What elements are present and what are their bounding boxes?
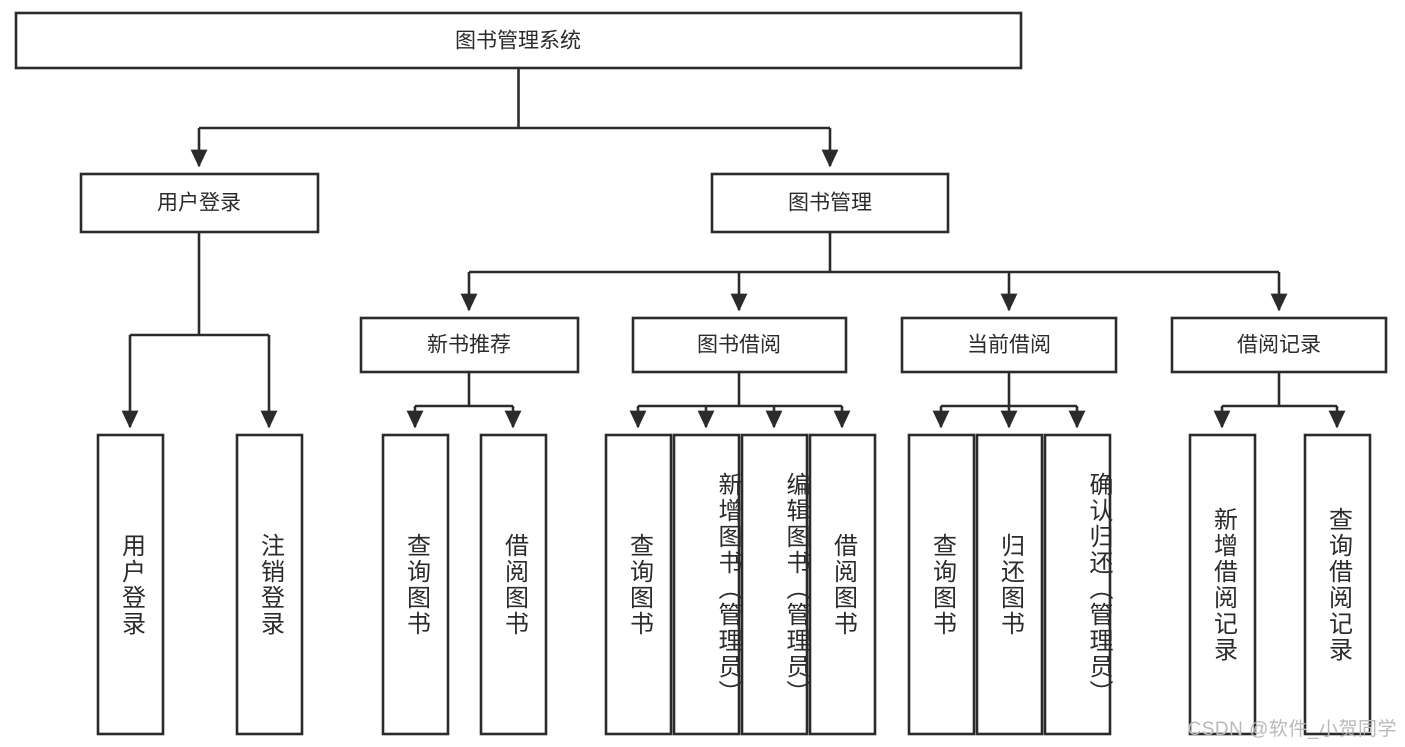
node-leaf-edit-book[interactable] [740,433,809,736]
node-current-borrow-label: 当前借阅 [967,334,1051,357]
node-leaf-return-book[interactable] [975,433,1044,736]
node-current-borrow[interactable] [900,316,1118,374]
node-borrow-record-label: 借阅记录 [1237,334,1321,357]
node-leaf-confirm-return[interactable] [1043,433,1112,736]
connector-book-borrow-to-leaves [629,372,851,429]
connector-user-login-to-leaves [121,232,278,429]
node-leaf-user-login[interactable] [96,433,165,736]
node-leaf-user-logout[interactable] [235,433,304,736]
watermark-text: CSDN @软件_小贺同学 [1187,719,1397,740]
node-leaf-query-book-2[interactable] [604,433,673,736]
node-leaf-add-book[interactable] [672,433,741,736]
node-new-book-recommend-label: 新书推荐 [427,334,511,357]
node-leaf-query-record[interactable] [1303,433,1372,736]
connector-new-book-recommend-to-leaves [406,372,522,429]
node-borrow-record[interactable] [1170,316,1388,374]
node-book-borrow-label: 图书借阅 [697,334,781,357]
node-leaf-query-book-3[interactable] [907,433,976,736]
node-root-label: 图书管理系统 [455,30,581,53]
node-book-borrow[interactable] [631,316,848,374]
node-book-management-label: 图书管理 [788,192,872,215]
node-leaf-query-book-1[interactable] [381,433,450,736]
node-leaf-add-record[interactable] [1188,433,1257,736]
node-leaf-borrow-book-2[interactable] [808,433,877,736]
node-root[interactable] [14,11,1023,70]
node-user-login-label: 用户登录 [157,192,241,215]
connector-current-borrow-to-leaves [932,372,1086,429]
connector-root-to-level1 [190,68,839,168]
connector-borrow-record-to-leaves [1213,372,1346,429]
connector-book-management-to-level2 [460,232,1288,312]
node-user-login[interactable] [79,172,320,234]
node-book-management[interactable] [710,172,950,234]
node-new-book-recommend[interactable] [359,316,580,374]
node-leaf-borrow-book-1[interactable] [479,433,548,736]
